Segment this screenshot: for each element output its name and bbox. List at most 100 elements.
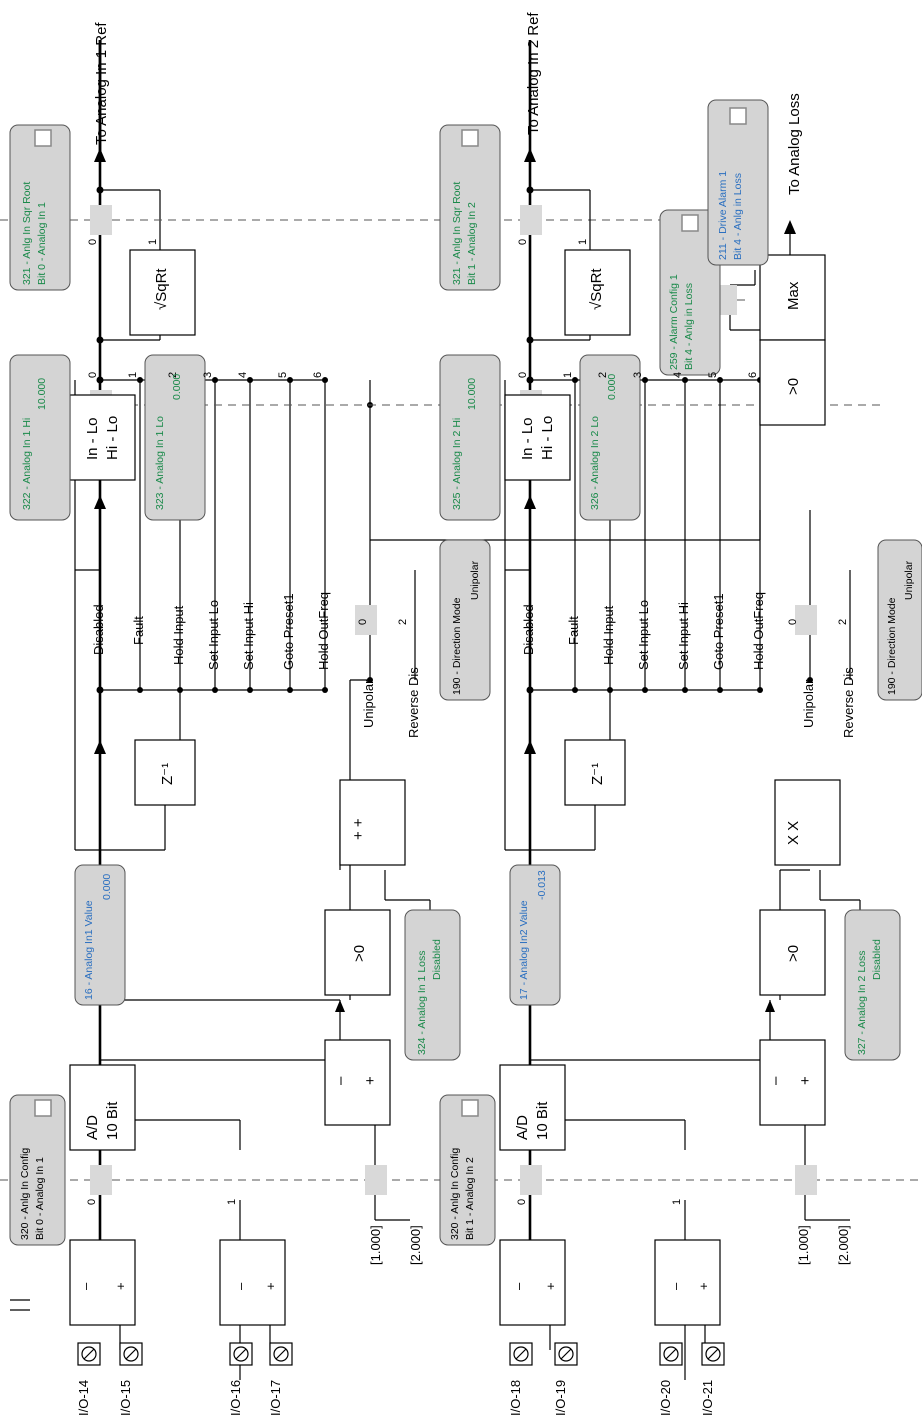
output-label: To Analog Loss [786,93,803,195]
switch-pos: 1 [577,239,589,245]
mode-label: Fault [131,616,146,645]
terminal-label: I/O-14 [76,1380,91,1416]
ad-block-label: 10 Bit [104,1101,121,1140]
switch-pos: 2 [837,619,849,625]
switch-pos: 0 [516,1199,528,1205]
param-analog-in-2-hi: 325 - Analog In 2 Hi [451,418,463,510]
terminal-label: I/O-17 [268,1380,283,1416]
switch-pos: 3 [632,372,644,378]
mult-block: X X [785,821,802,845]
param-anlg-in-sqr-root-2: 321 - Anlg In Sqr Root [451,182,463,285]
switch-pos: 1 [226,1199,238,1205]
param-anlg-in-sqr-root-1-bit: Bit 0 - Analog In 1 [36,202,48,285]
mode-label: Hold OutFreq [316,592,331,670]
parameter-boxes [9,99,922,1246]
terminal-icons [77,1342,725,1366]
switch-pos: 0 [517,239,529,245]
param-anlg-in-config-1: 320 - Anlg In Config [19,1148,31,1240]
switch-pos: 0 [87,239,99,245]
param-anlg-in-sqr-root-2-bit: Bit 1 - Analog In 2 [466,202,478,285]
sub-block-plus: + [362,1076,379,1085]
param-analog-in-1-hi-value: 10.000 [36,378,48,410]
terminal-label: I/O-15 [118,1380,133,1416]
param-anlg-in-config-1-bit: Bit 0 - Analog In 1 [34,1157,46,1240]
terminal-label: I/O-19 [553,1380,568,1416]
switch-pos: 0 [517,372,529,378]
mode-label: Goto Preset1 [711,593,726,670]
switch-pos: 0 [787,619,799,625]
plus-sign: + [696,1282,711,1290]
blocks [69,249,841,1326]
plus-sign: + [263,1282,278,1290]
gt-zero-block: >0 [785,378,802,395]
parameter-text: 321 - Anlg In Sqr Root Bit 0 - Analog In… [19,171,915,1240]
param-anlg-in-sqr-root-1: 321 - Anlg In Sqr Root [21,182,33,285]
param-analog-in-1-lo-value: 0.000 [171,374,183,400]
ad-block-label: A/D [514,1115,531,1140]
terminal-label: I/O-18 [508,1380,523,1416]
scale-label: [1.000] [368,1225,383,1265]
switch-pos: 6 [312,372,324,378]
mode-label: Set Input Lo [206,600,221,670]
param-direction-mode: 190 - Direction Mode [886,597,898,695]
drawing [0,40,922,1380]
param-analog-in-2-loss: 327 - Analog In 2 Loss [856,951,868,1056]
mode-label: Hold Input [171,605,186,665]
switch-pos: 0 [357,619,369,625]
param-drive-alarm-1: 211 - Drive Alarm 1 [717,171,729,260]
param-analog-in1-value-value: 0.000 [101,874,113,900]
scale-block: Hi - Lo [539,416,556,460]
param-direction-mode-value: Unipolar [469,560,481,600]
mode-label: Disabled [91,604,106,655]
param-analog-in-2-loss-value: Disabled [871,939,883,980]
scale-label: [2.000] [836,1225,851,1265]
sub-block-minus: – [332,1076,349,1085]
delay-block: Z⁻¹ [589,763,606,785]
direction-label: Unipolar [801,679,816,728]
labels: I/O-14 I/O-15 I/O-16 I/O-17 I/O-18 I/O-1… [76,12,856,1416]
gt-zero-block: >0 [785,945,802,962]
plus-sign: + [113,1282,128,1290]
switch-pos: 2 [597,372,609,378]
switch-pos: 1 [127,372,139,378]
param-analog-in-1-loss-value: Disabled [431,939,443,980]
scale-block: In - Lo [519,417,536,460]
terminal-label: I/O-16 [228,1380,243,1416]
param-anlg-in-config-2: 320 - Anlg In Config [449,1148,461,1240]
add-block: + + [350,818,367,840]
switch-pos: 2 [167,372,179,378]
mode-label: Goto Preset1 [281,593,296,670]
mode-label: Hold OutFreq [751,592,766,670]
direction-label: Reverse Dis [841,667,856,738]
minus-sign: – [78,1282,93,1290]
param-analog-in2-value-value: -0.013 [536,870,548,900]
param-analog-in1-value: 16 - Analog In1 Value [83,900,95,1000]
output-label: To Analog In 2 Ref [525,12,542,135]
minus-sign: – [233,1282,248,1290]
output-label: To Analog In 1 Ref [93,22,110,145]
minus-sign: – [668,1282,683,1290]
mode-label: Set Input Lo [636,600,651,670]
switch-pos: 1 [147,239,159,245]
switch-pos: 5 [277,372,289,378]
mode-label: Set Input Hi [676,602,691,670]
param-analog-in-2-hi-value: 10.000 [466,378,478,410]
ad-block-label: A/D [84,1115,101,1140]
switch-pos: 0 [87,372,99,378]
switch-pos: 0 [86,1199,98,1205]
plus-sign: + [543,1282,558,1290]
mode-label: Fault [566,616,581,645]
minus-sign: – [511,1282,526,1290]
switch-pos: 4 [237,372,249,378]
scale-block: In - Lo [84,417,101,460]
param-analog-in-2-lo-value: 0.000 [606,374,618,400]
delay-block: Z⁻¹ [159,763,176,785]
param-analog-in-2-lo: 326 - Analog In 2 Lo [589,416,601,510]
switch-pos: 2 [397,619,409,625]
direction-label: Reverse Dis [406,667,421,738]
param-direction-mode: 190 - Direction Mode [451,597,463,695]
param-anlg-in-config-2-bit: Bit 1 - Analog In 2 [464,1157,476,1240]
mode-label: Set Input Hi [241,602,256,670]
param-analog-in-1-lo: 323 - Analog In 1 Lo [154,416,166,510]
max-block: Max [785,281,802,310]
